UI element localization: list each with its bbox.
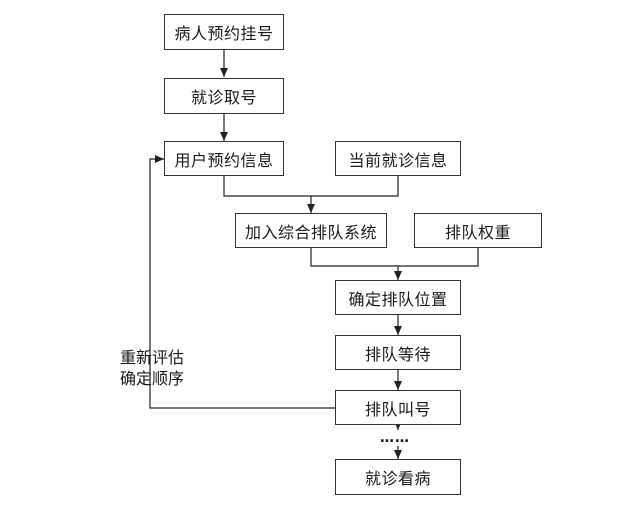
feedback-loop-line: [149, 155, 335, 409]
merge-line-queue: [310, 248, 479, 267]
merge-line-info: [223, 176, 399, 197]
node-calling: 排队叫号: [335, 390, 461, 425]
node-user-info: 用户预约信息: [164, 141, 284, 176]
node-current-info: 当前就诊信息: [335, 141, 461, 176]
node-register: 病人预约挂号: [164, 14, 284, 50]
node-join-queue: 加入综合排队系统: [235, 213, 387, 248]
node-queue-weight: 排队权重: [414, 213, 542, 248]
node-take-number: 就诊取号: [164, 78, 284, 114]
node-waiting: 排队等待: [335, 335, 461, 370]
feedback-label: 重新评估 确定顺序: [110, 347, 194, 389]
feedback-label-line2: 确定顺序: [119, 369, 184, 388]
feedback-label-line1: 重新评估: [119, 348, 184, 367]
node-confirm-position: 确定排队位置: [335, 280, 461, 315]
ellipsis-text: ……: [380, 430, 410, 446]
node-visit: 就诊看病: [335, 459, 461, 495]
